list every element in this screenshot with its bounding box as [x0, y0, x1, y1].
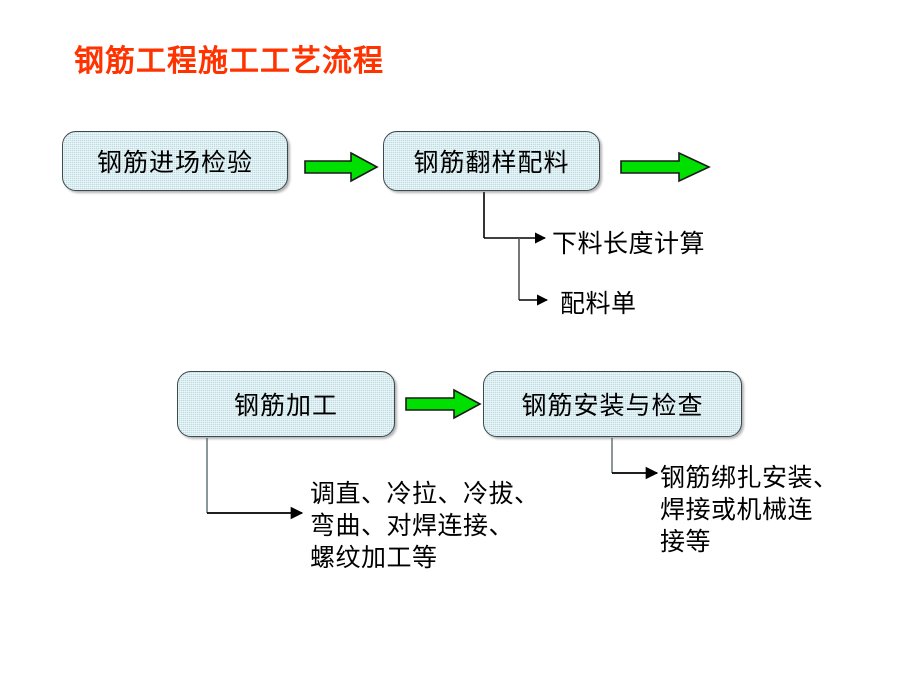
flow-arrow-right-icon — [404, 388, 482, 420]
process-box-incoming-inspection[interactable]: 钢筋进场检验 — [62, 131, 288, 191]
page-title: 钢筋工程施工工艺流程 — [74, 44, 384, 79]
connector-fabrication-branch — [206, 438, 304, 520]
annotation-fabrication-operations: 调直、冷拉、冷拔、 弯曲、对焊连接、 螺纹加工等 — [310, 479, 540, 572]
annotation-installation-operations: 钢筋绑扎安装、 焊接或机械连 接等 — [660, 463, 839, 556]
annotation-cut-length: 下料长度计算 — [552, 229, 706, 258]
flow-arrow-right-icon — [303, 151, 379, 183]
process-box-label: 钢筋安装与检查 — [521, 391, 704, 420]
flow-arrow-right-icon — [619, 151, 711, 183]
process-box-fabrication[interactable]: 钢筋加工 — [177, 371, 395, 437]
annotation-mix-sheet: 配料单 — [560, 289, 637, 318]
process-box-label: 钢筋进场检验 — [96, 148, 253, 177]
process-box-installation[interactable]: 钢筋安装与检查 — [483, 371, 742, 437]
process-box-label: 钢筋翻样配料 — [413, 148, 570, 177]
process-box-shop-drawing[interactable]: 钢筋翻样配料 — [383, 131, 600, 191]
process-box-label: 钢筋加工 — [233, 391, 338, 420]
connector-installation-branch — [611, 438, 659, 480]
connector-shop-drawing-branches — [483, 192, 549, 306]
